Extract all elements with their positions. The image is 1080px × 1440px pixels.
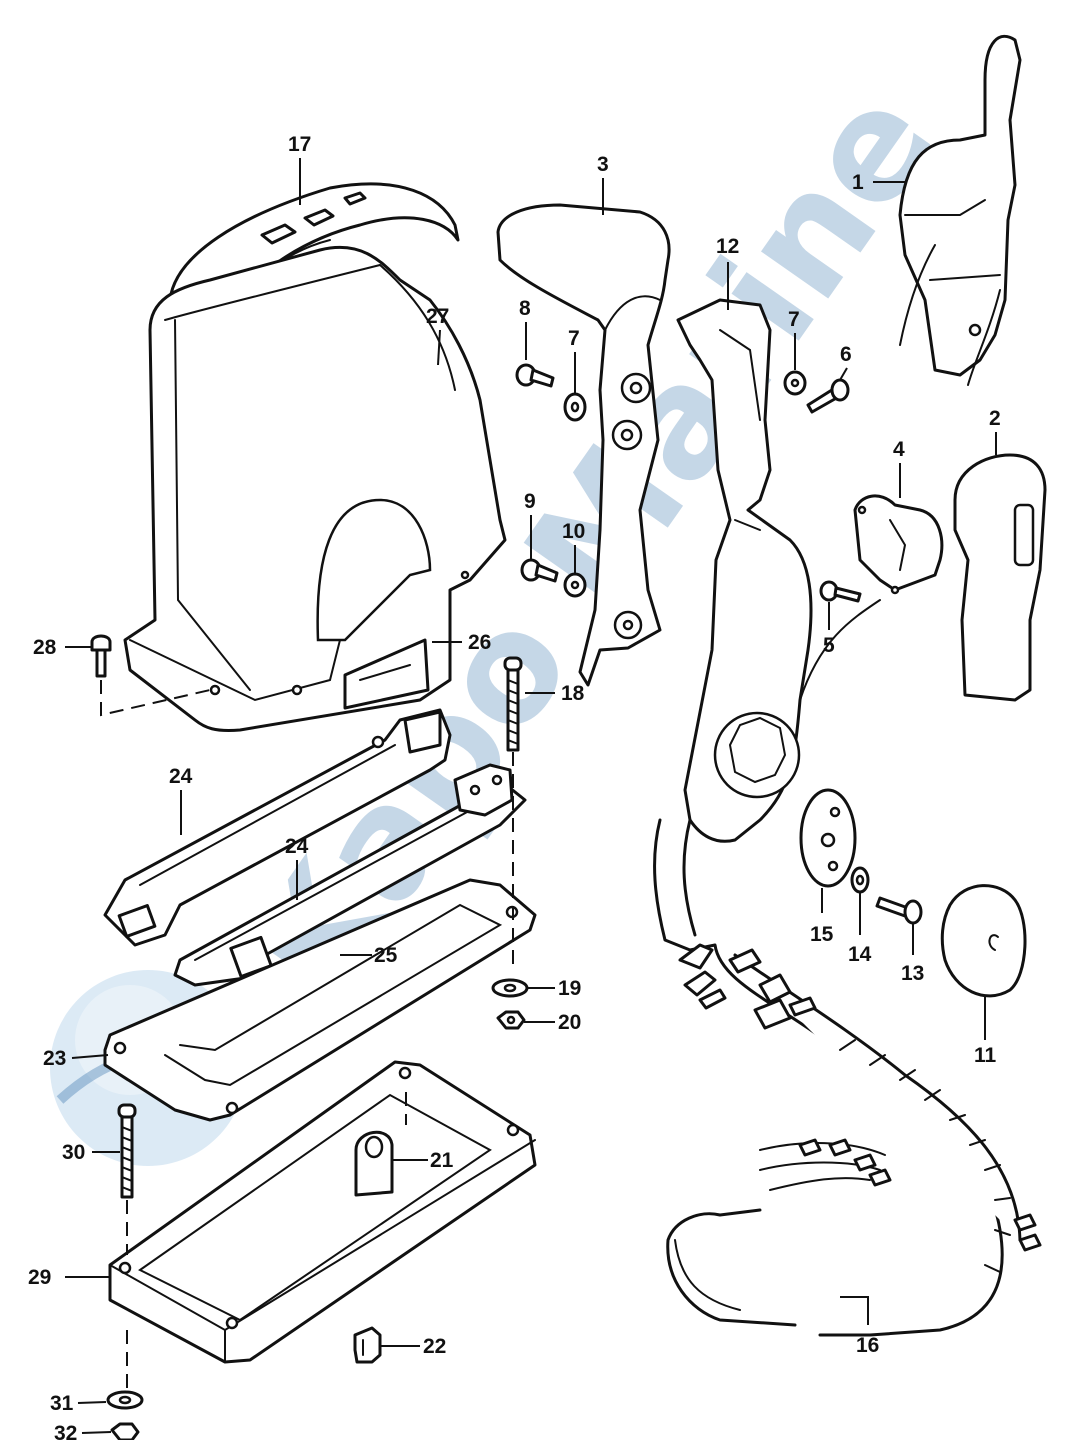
part-11-cap — [940, 884, 1027, 998]
callout-15: 15 — [810, 923, 834, 946]
callout-17: 17 — [288, 133, 311, 156]
part-24-upper-bracket — [103, 708, 452, 947]
part-22-clip — [353, 1326, 382, 1364]
part-7-washer-left — [563, 392, 587, 422]
callout-5: 5 — [823, 634, 835, 657]
part-14-washer — [850, 866, 870, 894]
callout-3: 3 — [597, 153, 609, 176]
callout-7-left: 7 — [568, 327, 580, 350]
part-6-screw — [806, 378, 850, 414]
part-26-label-plate — [343, 638, 430, 710]
part-16-wiring-harness — [653, 818, 1042, 1337]
part-1-control-box — [898, 34, 1022, 386]
callout-13: 13 — [901, 962, 924, 985]
part-20-nut — [496, 1010, 526, 1030]
part-3-handle-cover — [496, 203, 671, 687]
callout-21: 21 — [430, 1149, 454, 1172]
part-2-grip-cover — [953, 453, 1047, 702]
callout-20: 20 — [558, 1011, 581, 1034]
part-32-nut — [110, 1422, 140, 1440]
callout-18: 18 — [561, 682, 585, 705]
part-18-long-screw — [503, 656, 523, 970]
part-10-washer — [563, 572, 587, 598]
part-27-housing — [123, 245, 507, 732]
callout-8: 8 — [519, 297, 531, 320]
part-5-screw — [819, 580, 862, 603]
callout-1: 1 — [852, 171, 864, 194]
part-9-screw — [520, 558, 559, 583]
callout-6: 6 — [840, 343, 852, 366]
callout-10: 10 — [562, 520, 585, 543]
part-19-washer — [491, 978, 529, 998]
part-21-post — [354, 1130, 394, 1197]
callout-29: 29 — [28, 1266, 51, 1289]
callout-24-upper: 24 — [169, 765, 193, 788]
callout-23: 23 — [43, 1047, 66, 1070]
callout-9: 9 — [524, 490, 536, 513]
callout-32: 32 — [54, 1422, 77, 1440]
part-8-screw — [515, 363, 555, 388]
callout-22: 22 — [423, 1335, 446, 1358]
callout-24-lower: 24 — [285, 835, 309, 858]
part-13-screw — [875, 896, 923, 925]
callout-26: 26 — [468, 631, 491, 654]
callout-14: 14 — [848, 943, 872, 966]
part-31-washer — [106, 1390, 144, 1410]
callout-16: 16 — [856, 1334, 879, 1357]
part-12-lever-arm — [676, 298, 881, 843]
part-30-screw — [117, 1103, 137, 1390]
callout-2: 2 — [989, 407, 1001, 430]
callout-27: 27 — [426, 305, 449, 328]
callout-12: 12 — [716, 235, 739, 258]
callout-19: 19 — [558, 977, 581, 1000]
leader-lines — [65, 158, 997, 1434]
callout-28: 28 — [33, 636, 57, 659]
callout-11: 11 — [974, 1044, 997, 1067]
part-29-base-frame — [108, 1060, 537, 1364]
part-7-washer-right — [783, 370, 807, 396]
part-callouts: 17 27 3 12 1 8 7 7 6 2 4 5 9 10 28 26 18… — [28, 133, 1001, 1440]
callout-7-right: 7 — [788, 308, 800, 331]
part-24-lower-bracket — [173, 763, 527, 987]
callout-31: 31 — [50, 1392, 74, 1415]
callout-4: 4 — [893, 438, 905, 461]
part-15-plate — [799, 788, 857, 888]
callout-30: 30 — [62, 1141, 85, 1164]
part-4-switch-bracket — [853, 494, 944, 595]
callout-25: 25 — [374, 944, 398, 967]
part-28-screw — [90, 634, 211, 717]
